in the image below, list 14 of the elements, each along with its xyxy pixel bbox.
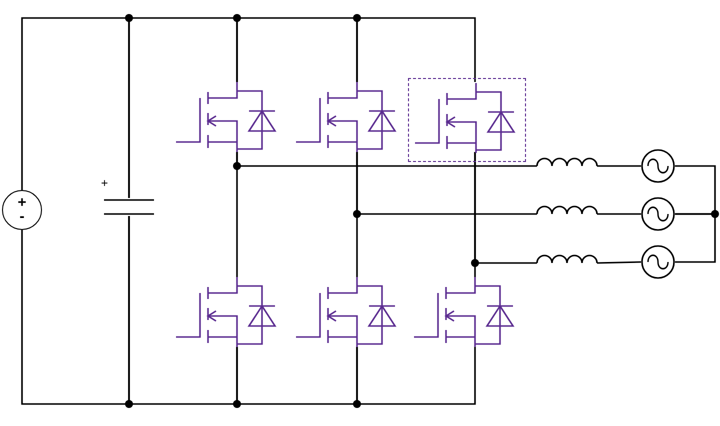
wire	[356, 347, 476, 405]
dc-voltage-source	[2, 190, 42, 230]
dashed-outline	[408, 78, 526, 162]
wire	[356, 17, 476, 82]
wire	[597, 213, 641, 215]
wire	[596, 261, 642, 264]
polarity-sign: +	[101, 176, 108, 190]
wire	[474, 152, 537, 264]
polarity-sign: +	[18, 196, 26, 210]
polarity-sign: -	[20, 210, 24, 224]
wire	[675, 213, 716, 263]
wire	[356, 152, 537, 215]
wire	[597, 165, 641, 167]
wire	[236, 152, 537, 167]
